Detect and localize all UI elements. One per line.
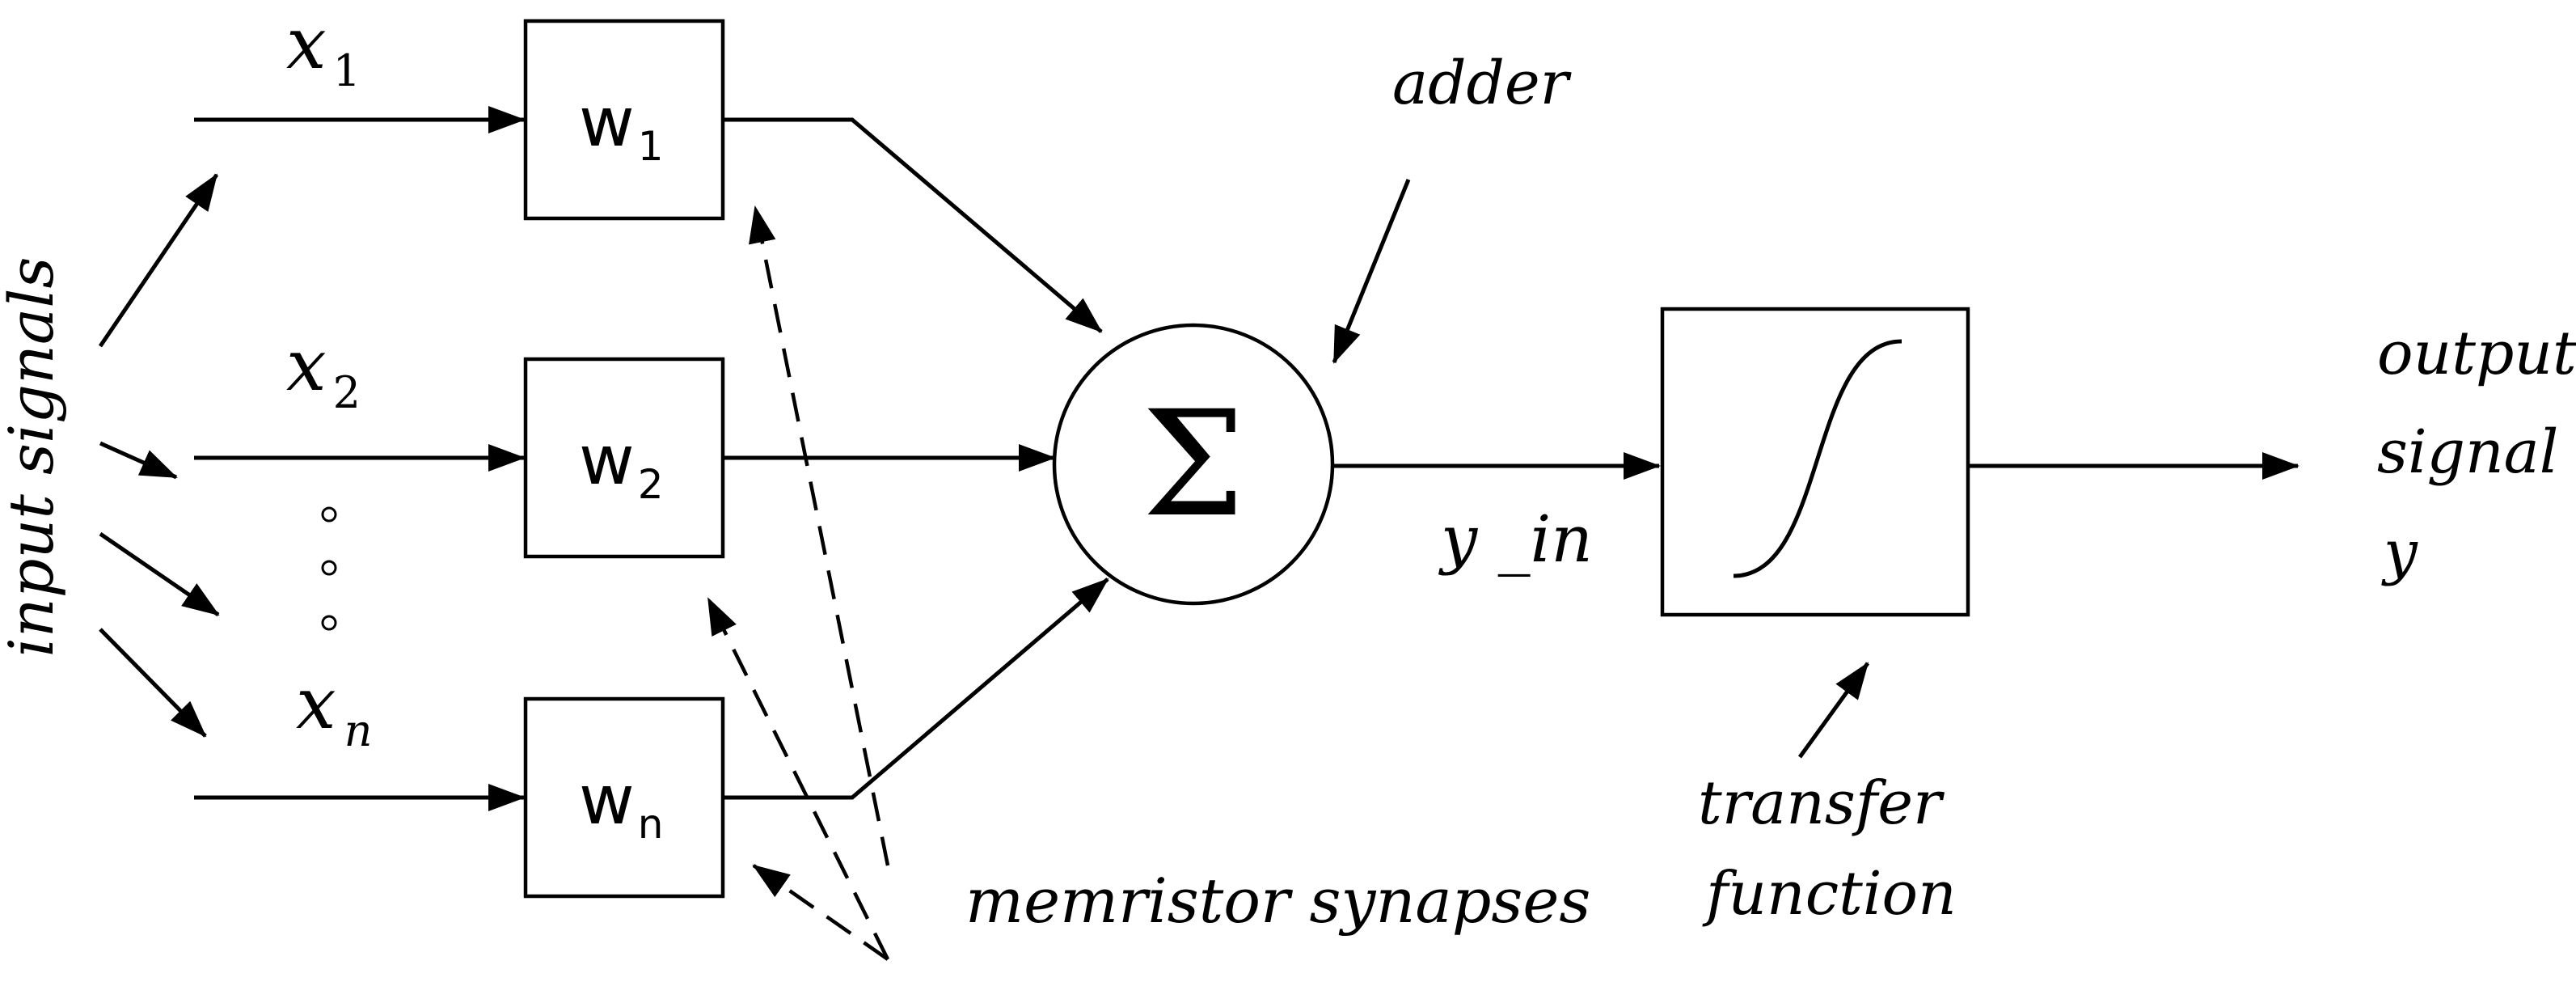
weight-box-1: w1 [523,19,725,221]
adder-label: adder [1392,49,1573,118]
ellipsis-dot-1 [321,506,337,523]
sigmoid-curve [1733,339,1902,578]
input-fan-arrow-3 [99,531,220,617]
weight-w1-label: w1 [579,83,664,170]
memristor-pointer-w2 [706,597,890,961]
memristor-pointer-w1 [749,205,890,866]
weight-1-to-adder-line [723,117,1103,333]
input-signals-label: input signals [0,256,67,657]
weight-box-n: wn [523,696,725,899]
weight-n-to-adder-line [723,578,1109,800]
weight-w2-label: w2 [579,421,664,508]
transfer-pointer-arrow [1797,662,1870,759]
transfer-function-label-line2: function [1702,859,1957,929]
sigma-symbol: Σ [1142,380,1244,549]
memristor-synapses-label: memristor synapses [965,865,1590,937]
output-label-line3: y [2381,518,2418,587]
transfer-function-label-line1: transfer [1698,768,1945,838]
ellipsis-dot-2 [321,560,337,576]
ellipsis-dot-3 [321,615,337,631]
adder-pointer-arrow [1332,179,1411,364]
input-fan-arrow-2 [99,441,178,480]
output-label-line2: signal [2377,417,2558,487]
weight-wn-label: wn [579,760,663,848]
input-fan-arrow-4 [99,628,207,738]
output-label-line1: output [2377,319,2576,388]
memristor-pointer-wn [752,864,889,961]
weight-box-2: w2 [523,357,725,559]
y-in-label: y _in [1438,501,1593,577]
input-fan-arrow-1 [98,173,219,348]
